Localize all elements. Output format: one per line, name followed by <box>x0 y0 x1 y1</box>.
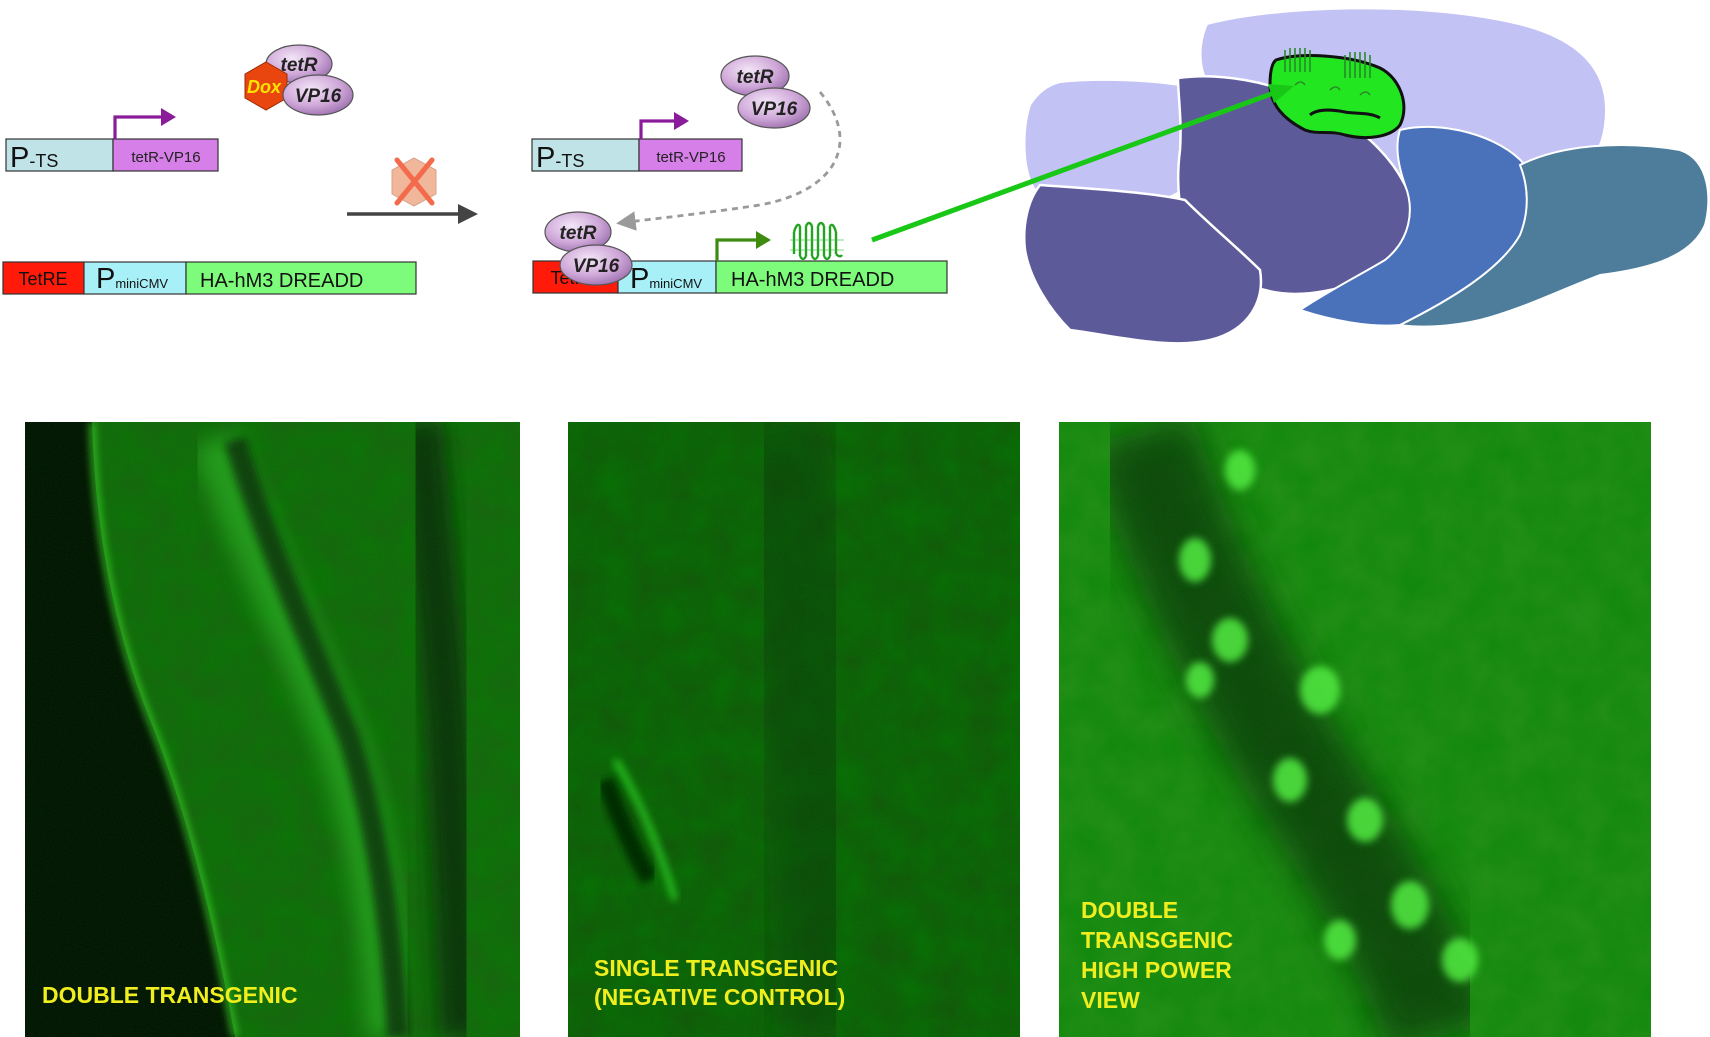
mini-cmv-label: PminiCMV <box>96 263 168 295</box>
tetr-vp16-gene-label: tetR-VP16 <box>131 149 200 166</box>
expression-pointer-head <box>1268 84 1294 103</box>
promoter-ts-label: P-TS <box>10 142 58 174</box>
promoter-ts-box-2 <box>531 138 640 172</box>
promoter-ts-box <box>5 138 114 172</box>
free-tetr-label: tetR <box>737 67 774 88</box>
free-vp16-protein <box>737 87 811 129</box>
reporter-box <box>185 261 417 295</box>
dreadd-receptor-icon <box>790 221 844 261</box>
binding-path-arrow <box>616 91 842 231</box>
tetr-vp16-dox-complex: tetR Dox VP16 <box>244 44 354 116</box>
process-arrow <box>347 204 478 224</box>
transcription-start-arrow-2 <box>639 119 678 139</box>
cerebellum-region <box>1396 144 1710 328</box>
cross-mark-icon <box>394 157 435 206</box>
brain-schematic <box>871 7 1710 345</box>
tetr-vp16-gene-label-2: tetR-VP16 <box>656 149 725 166</box>
vp16-protein-label: VP16 <box>295 86 342 107</box>
hippocampus-dentate-line <box>1309 108 1381 120</box>
tetre-label: TetRE <box>18 269 67 289</box>
tetr-vp16-gene-box-2 <box>638 138 743 172</box>
dox-label: Dox <box>247 77 282 97</box>
mini-cmv-label-2: PminiCMV <box>630 263 702 295</box>
bound-vp16-protein <box>559 244 633 286</box>
tetr-protein-label: tetR <box>281 55 318 76</box>
reporter-transcription-arrow <box>715 238 760 261</box>
tetre-box <box>2 261 85 295</box>
micrograph-panel-2 <box>568 422 1020 1037</box>
micrograph-panel-3 <box>1059 422 1651 1037</box>
reporter-arrow-head <box>756 231 771 249</box>
vp16-protein <box>282 74 354 116</box>
panel-1-caption: DOUBLE TRANSGENIC <box>42 982 298 1008</box>
panel-2-caption: SINGLE TRANSGENIC(NEGATIVE CONTROL) <box>594 955 845 1010</box>
hippocampus-receptor-icons <box>1284 48 1371 96</box>
tetr-vp16-gene-box <box>112 138 219 172</box>
bound-vp16-label: VP16 <box>573 256 620 277</box>
mini-cmv-box <box>83 261 187 295</box>
free-vp16-label: VP16 <box>751 99 798 120</box>
reporter-box-2 <box>715 260 948 294</box>
left-construct: P-TS tetR-VP16 TetRE PminiCMV HA-hM3 DRE… <box>2 108 417 295</box>
promoter-ts-label-2: P-TS <box>536 142 584 174</box>
dox-hexagon <box>244 61 288 111</box>
basal-forebrain-region <box>1023 183 1263 345</box>
micrograph-panel-1 <box>25 422 520 1037</box>
transcription-arrow-head <box>161 108 176 126</box>
expression-pointer-arrow <box>871 87 1283 243</box>
bound-tetr-label: tetR <box>560 223 597 244</box>
no-dox-indicator <box>391 157 437 207</box>
process-arrow-head <box>458 204 478 224</box>
transcription-arrow-head-2 <box>674 112 689 130</box>
reporter-label-2: HA-hM3 DREADD <box>731 269 894 291</box>
reporter-label: HA-hM3 DREADD <box>200 270 363 292</box>
transcription-start-arrow <box>113 115 165 139</box>
right-construct: P-TS tetR-VP16 TetRE PminiCMV HA-hM3 DRE… <box>531 55 948 295</box>
